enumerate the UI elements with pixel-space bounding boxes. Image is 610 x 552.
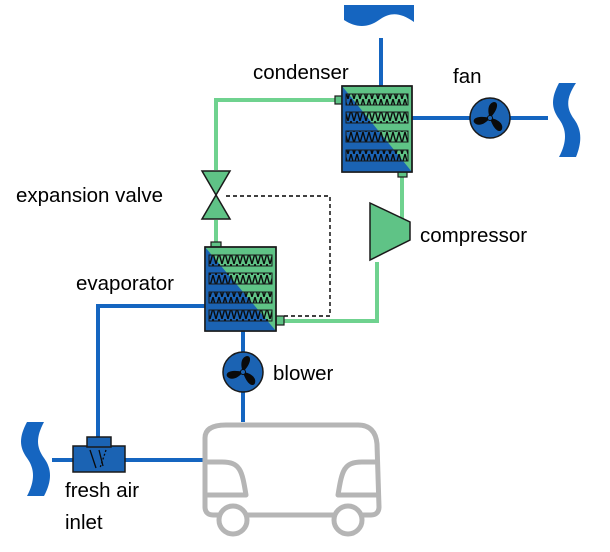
evaporator-inlet-line bbox=[96, 304, 205, 442]
compressor-label: compressor bbox=[420, 224, 527, 247]
expansion-valve bbox=[200, 170, 232, 220]
fresh-air-inlet-damper bbox=[72, 436, 126, 473]
condenser-coils bbox=[345, 93, 409, 162]
refrigerant-lines bbox=[214, 98, 404, 323]
sensor-control-line bbox=[226, 195, 331, 317]
expansion-valve-lower-triangle bbox=[200, 193, 232, 220]
condenser bbox=[334, 85, 413, 178]
fresh-air-inlet-label-line1: fresh air bbox=[65, 479, 139, 502]
fan-icon bbox=[469, 97, 511, 139]
wave-icon-left bbox=[21, 422, 50, 496]
evaporator-coils bbox=[208, 254, 273, 322]
wave-icon-top bbox=[344, 5, 414, 26]
blower-fan-icon bbox=[222, 351, 264, 393]
compressor bbox=[369, 201, 411, 262]
wave-icon-right bbox=[553, 83, 581, 157]
evaporator-connector-right bbox=[275, 315, 285, 326]
evaporator-label: evaporator bbox=[76, 272, 174, 295]
condenser-label: condenser bbox=[253, 61, 349, 84]
fresh-air-inlet-label-line2: inlet bbox=[65, 511, 103, 534]
fan-label: fan bbox=[453, 65, 482, 88]
evaporator bbox=[204, 241, 285, 332]
condenser-to-valve-line bbox=[214, 98, 340, 170]
condenser-connector-left bbox=[334, 95, 343, 105]
expansion-valve-upper-triangle bbox=[200, 170, 232, 197]
bus-icon bbox=[202, 422, 382, 537]
expansion-valve-label: expansion valve bbox=[16, 184, 163, 207]
compressor-to-evaporator-line bbox=[284, 262, 379, 323]
blower-label: blower bbox=[273, 362, 334, 385]
